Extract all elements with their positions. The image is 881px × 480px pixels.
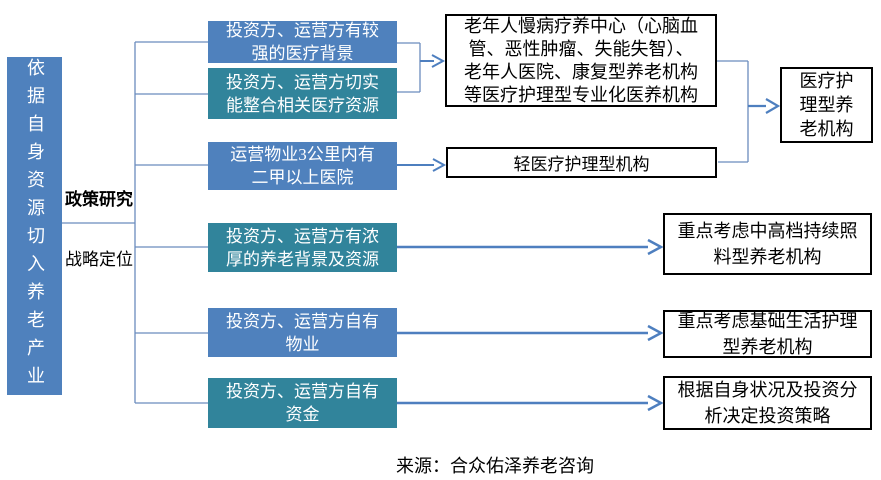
condition-box-own-funds: 投资方、运营方自有 资金 [208,378,397,428]
source-caption: 来源：合众佑泽养老咨询 [396,456,594,476]
arrow-to-medical-center [420,54,446,68]
arrow-to-final-outcome [748,98,781,114]
outcome-box-investment-strategy: 根据自身状况及投资分 析决定投资策略 [663,376,872,430]
arrow-to-outcome-3 [397,394,664,412]
connector-bracket-right [717,60,749,163]
arrow-to-light-medical [397,158,447,172]
root-node-label: 依据自身资源切入养老产业 [25,58,45,394]
outcome-box-light-medical: 轻医疗护理型机构 [446,147,717,178]
condition-box-hospital-within-3km: 运营物业3公里内有 二甲以上医院 [208,142,397,190]
outcome-box-medical-center: 老年人慢病疗养中心（心脑血 管、恶性肿瘤、失能失智）、 老年人医院、康复型养老机… [445,14,717,107]
condition-box-integrate-medical-resources: 投资方、运营方切实 能整合相关医疗资源 [208,68,397,119]
outcome-box-basic-life-care: 重点考虑基础生活护理 型养老机构 [663,310,872,358]
stage-label-strategic-positioning: 战略定位 [65,250,133,269]
root-node: 依据自身资源切入养老产业 [7,57,62,395]
arrow-to-outcome-1 [397,238,664,256]
arrow-to-outcome-2 [397,324,664,342]
condition-box-eldercare-background: 投资方、运营方有浓 厚的养老背景及资源 [208,223,397,272]
outcome-box-medical-nursing-type: 医疗护 理型养 老机构 [780,67,873,143]
outcome-box-midhigh-continuous-care: 重点考虑中高档持续照 料型养老机构 [663,213,872,275]
stage-label-policy-research: 政策研究 [65,190,133,209]
condition-box-medical-background: 投资方、运营方有较 强的医疗背景 [208,21,397,63]
connector-bracket-medical [397,42,421,93]
condition-box-own-property: 投资方、运营方自有 物业 [208,308,397,357]
